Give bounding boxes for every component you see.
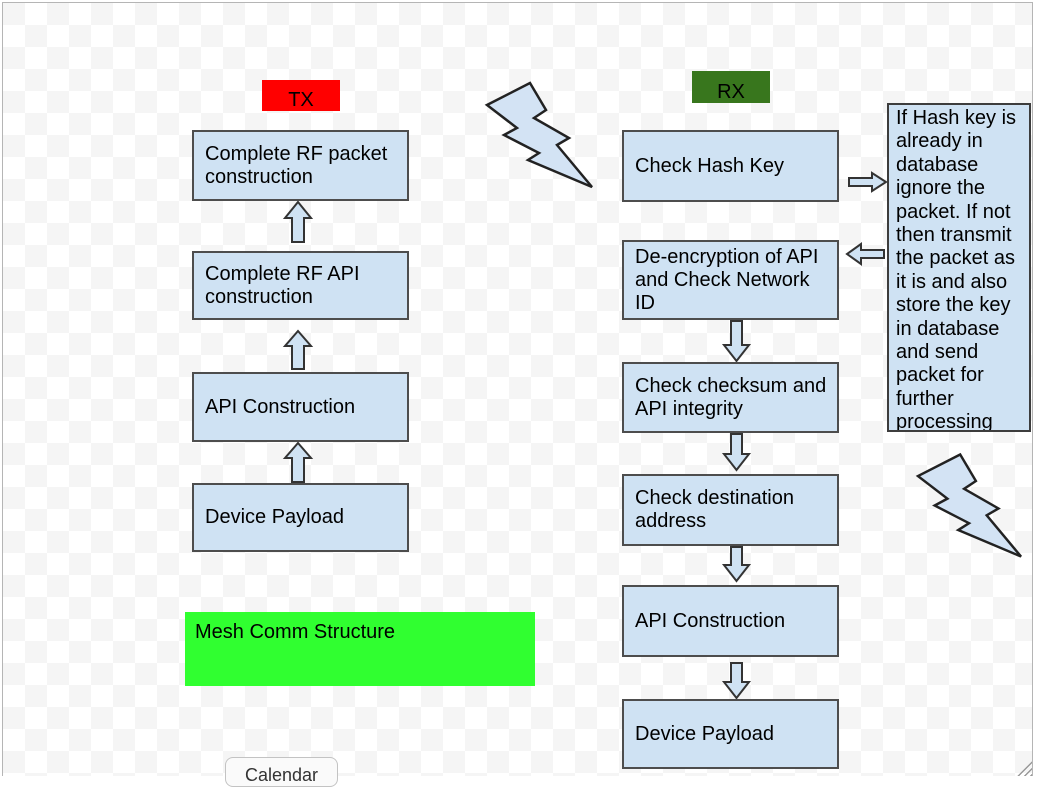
flow-box-rx-check-destination: Check destination address: [622, 474, 839, 546]
down-arrow-icon: [721, 546, 752, 583]
down-arrow-icon: [721, 433, 752, 472]
flow-box-tx-complete-rf-packet: Complete RF packet construction: [192, 130, 409, 201]
diagram-title-text: Mesh Comm Structure: [195, 621, 396, 643]
lightning-bolt-icon: [915, 452, 1022, 558]
flow-box-rx-check-hash-key: Check Hash Key: [622, 130, 839, 202]
diagram-title-box: Mesh Comm Structure: [185, 612, 535, 686]
flow-box-label: Check Hash Key: [635, 154, 784, 177]
lightning-bolt-icon: [484, 81, 593, 189]
flow-box-tx-device-payload: Device Payload: [192, 483, 409, 552]
flow-box-label: Check destination address: [635, 487, 794, 532]
rx-label: RX: [692, 71, 770, 103]
flow-box-label: Complete RF API construction: [205, 262, 360, 308]
right-arrow-icon: [848, 171, 888, 193]
hash-key-note-box: If Hash key is already in database ignor…: [887, 103, 1031, 432]
flow-box-label: De-encryption of API and Check Network I…: [635, 245, 819, 314]
rx-label-text: RX: [717, 80, 745, 103]
flow-box-label: Complete RF packet construction: [205, 142, 388, 188]
flow-box-rx-de-encryption: De-encryption of API and Check Network I…: [622, 240, 839, 320]
tx-label-text: TX: [288, 89, 314, 111]
calendar-button[interactable]: Calendar: [225, 757, 338, 787]
flow-box-rx-check-checksum: Check checksum and API integrity: [622, 362, 839, 433]
up-arrow-icon: [282, 329, 314, 370]
flow-box-label: API Construction: [205, 395, 356, 418]
flow-box-rx-device-payload: Device Payload: [622, 699, 839, 769]
flow-box-tx-api-construction: API Construction: [192, 372, 409, 442]
flow-box-rx-api-construction: API Construction: [622, 585, 839, 657]
up-arrow-icon: [282, 200, 314, 243]
tx-label: TX: [262, 80, 340, 111]
hash-key-note-text: If Hash key is already in database ignor…: [896, 107, 1017, 432]
flow-box-label: API Construction: [635, 609, 786, 632]
left-arrow-icon: [845, 242, 885, 266]
resize-grip[interactable]: [1014, 760, 1032, 776]
down-arrow-icon: [721, 662, 752, 700]
flow-box-label: Device Payload: [205, 506, 344, 528]
up-arrow-icon: [282, 441, 314, 483]
down-arrow-icon: [721, 320, 752, 363]
flow-box-label: Check checksum and API integrity: [635, 374, 827, 420]
flow-box-label: Device Payload: [635, 722, 774, 745]
flow-box-tx-complete-rf-api: Complete RF API construction: [192, 251, 409, 320]
